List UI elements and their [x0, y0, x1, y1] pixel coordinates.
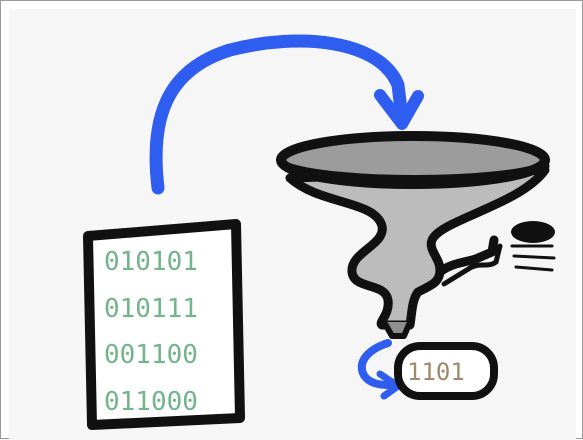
binary-line: 011000 — [104, 387, 198, 417]
arrow-icon — [362, 343, 398, 396]
binary-line: 001100 — [104, 340, 198, 370]
crank-handle-icon — [440, 221, 555, 284]
output-chip: 1101 — [398, 346, 494, 396]
funnel-grinder-icon — [281, 136, 545, 336]
document-icon: 010101 010111 001100 011000 — [88, 224, 240, 425]
binary-line: 010111 — [104, 294, 198, 324]
output-bits: 1101 — [407, 358, 465, 386]
binary-line: 010101 — [104, 247, 198, 277]
